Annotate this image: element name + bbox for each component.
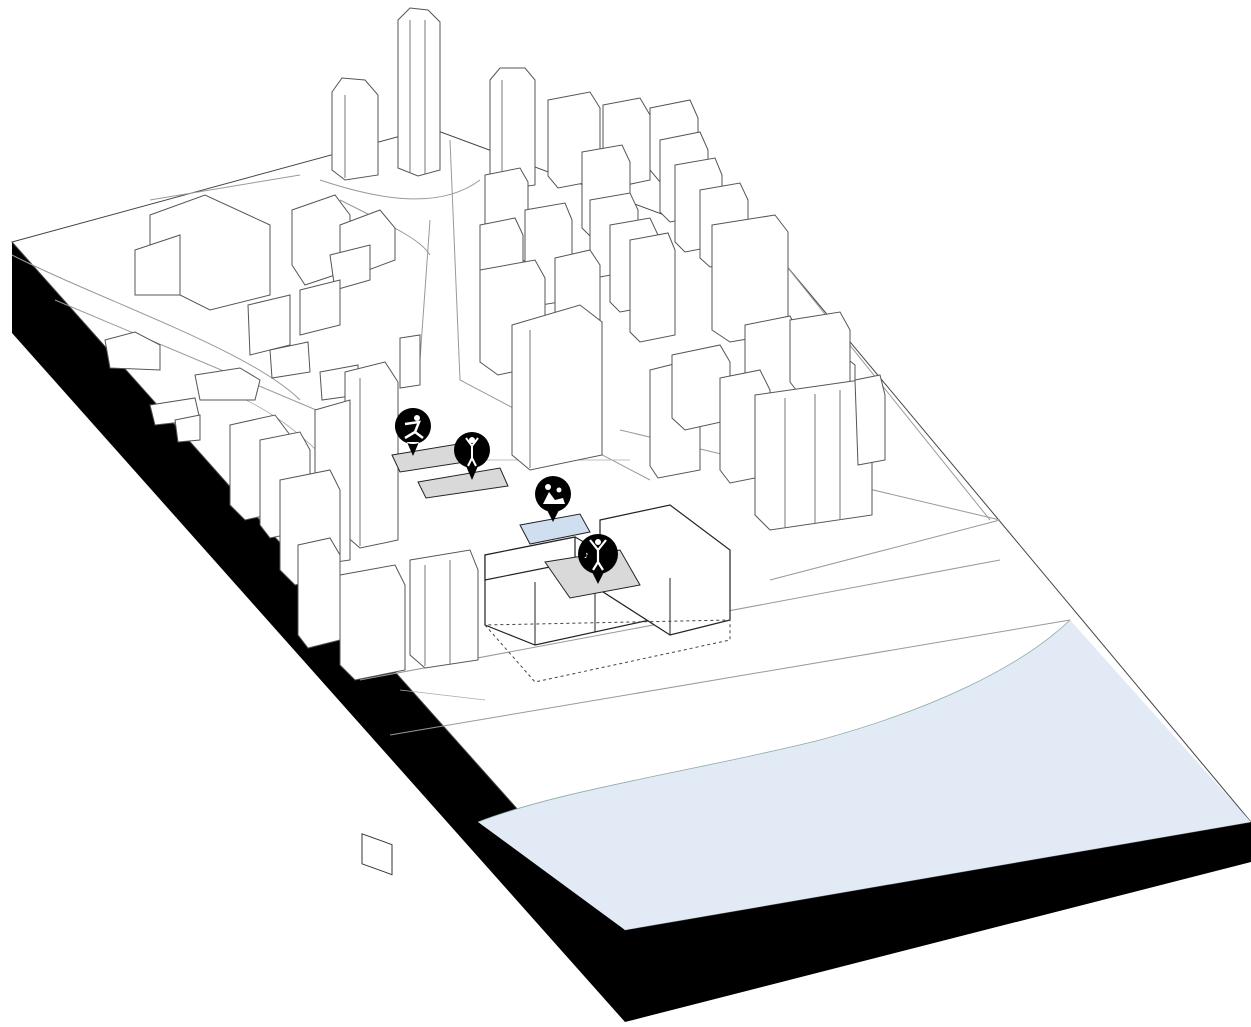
svg-text:♪: ♪ — [584, 552, 588, 560]
